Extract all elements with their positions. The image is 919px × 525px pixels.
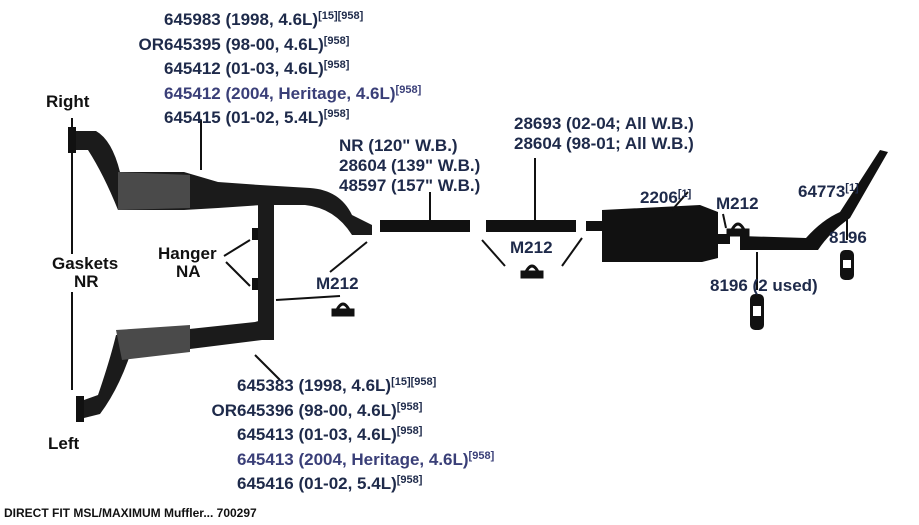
hanger-label: Hanger — [158, 244, 217, 263]
gaskets-label: Gaskets — [52, 254, 119, 273]
part-row: OR645395 (98-00, 4.6L)[958] — [134, 31, 421, 56]
bottom-part-list: 645383 (1998, 4.6L)[15][958]OR645396 (98… — [207, 372, 495, 495]
part-desc: (1998, 4.6L) — [298, 376, 392, 395]
part-number: 645983 — [164, 10, 221, 29]
clamp-icon — [331, 222, 750, 317]
right-label: Right — [46, 92, 90, 111]
part-refs: [958] — [468, 449, 495, 462]
part-refs: [958] — [323, 59, 350, 71]
part-refs: [958] — [323, 34, 350, 47]
tailpipe-end — [740, 150, 888, 250]
part-number: 645395 — [164, 34, 221, 54]
part-number: 645396 — [237, 400, 294, 420]
tailpipe-end-label: 64773[1] — [798, 182, 859, 201]
part-number: 645415 — [164, 108, 221, 127]
part-row: 645412 (2004, Heritage, 4.6L)[958] — [134, 80, 421, 105]
left-flange — [76, 396, 84, 422]
part-refs: [958] — [323, 108, 350, 120]
part-desc: (01-03, 4.6L) — [298, 425, 397, 444]
mid-pipe — [380, 220, 470, 232]
part-row: 645415 (01-02, 5.4L)[958] — [134, 104, 421, 129]
hanger-8196-2-label: 8196 (2 used) — [710, 276, 818, 295]
part-desc: (98-00, 4.6L) — [225, 34, 324, 54]
part-desc: (01-02, 5.4L) — [298, 474, 397, 493]
part-number: 645413 — [237, 449, 294, 469]
part-row: 645413 (01-03, 4.6L)[958] — [207, 421, 494, 446]
mid-pipe-labels: NR (120" W.B.) 28604 (139" W.B.) 48597 (… — [339, 136, 480, 196]
tail-pipe-labels: 28693 (02-04; All W.B.) 28604 (98-01; Al… — [514, 114, 694, 154]
part-row: 645983 (1998, 4.6L)[15][958] — [134, 6, 421, 31]
part-desc: (1998, 4.6L) — [225, 10, 319, 29]
hanger-na-label: NA — [176, 262, 201, 281]
part-number: 645383 — [237, 376, 294, 395]
part-refs: [958] — [396, 474, 423, 486]
left-converter — [116, 325, 190, 360]
part-row: OR645396 (98-00, 4.6L)[958] — [207, 397, 494, 422]
part-row: 645416 (01-02, 5.4L)[958] — [207, 470, 494, 495]
part-number: 645413 — [237, 425, 294, 444]
clamp-m212-left: M212 — [316, 274, 359, 293]
footer-caption: DIRECT FIT MSL/MAXIMUM Muffler... 700297 — [4, 506, 257, 520]
part-row: 645412 (01-03, 4.6L)[958] — [134, 55, 421, 80]
hanger-8196-label: 8196 — [829, 228, 867, 247]
muffler-label: 2206[1] — [640, 188, 692, 207]
part-number: 645412 — [164, 83, 221, 103]
part-prefix: OR — [138, 34, 165, 54]
tail-pipe-line-2: 28604 (98-01; All W.B.) — [514, 134, 694, 153]
part-number: 645416 — [237, 474, 294, 493]
part-refs: [958] — [396, 400, 423, 413]
mid-pipe-line-2: 28604 (139" W.B.) — [339, 156, 481, 175]
part-desc: (01-02, 5.4L) — [225, 108, 324, 127]
gaskets-nr-label: NR — [74, 272, 99, 291]
part-row: 645383 (1998, 4.6L)[15][958] — [207, 372, 494, 397]
part-refs: [958] — [395, 83, 422, 96]
tail-pipe-front — [486, 220, 576, 232]
muffler — [602, 205, 718, 262]
part-desc: (01-03, 4.6L) — [225, 59, 324, 78]
part-desc: (2004, Heritage, 4.6L) — [298, 449, 469, 469]
clamp-m212-mid: M212 — [510, 238, 553, 257]
tail-pipe-line-1: 28693 (02-04; All W.B.) — [514, 114, 694, 133]
part-desc: (2004, Heritage, 4.6L) — [225, 83, 396, 103]
crossover-pipe — [258, 200, 274, 340]
part-desc: (98-00, 4.6L) — [298, 400, 397, 420]
part-prefix: OR — [211, 400, 238, 420]
part-row: 645413 (2004, Heritage, 4.6L)[958] — [207, 446, 494, 471]
part-refs: [15][958] — [318, 10, 364, 22]
mid-pipe-line-3: 48597 (157" W.B.) — [339, 176, 481, 195]
mid-pipe-line-1: NR (120" W.B.) — [339, 136, 458, 155]
part-refs: [958] — [396, 425, 423, 437]
part-refs: [15][958] — [391, 376, 437, 388]
part-number: 645412 — [164, 59, 221, 78]
clamp-m212-right: M212 — [716, 194, 759, 213]
right-converter — [118, 172, 190, 210]
top-part-list: 645983 (1998, 4.6L)[15][958]OR645395 (98… — [134, 6, 422, 129]
left-label: Left — [48, 434, 80, 453]
